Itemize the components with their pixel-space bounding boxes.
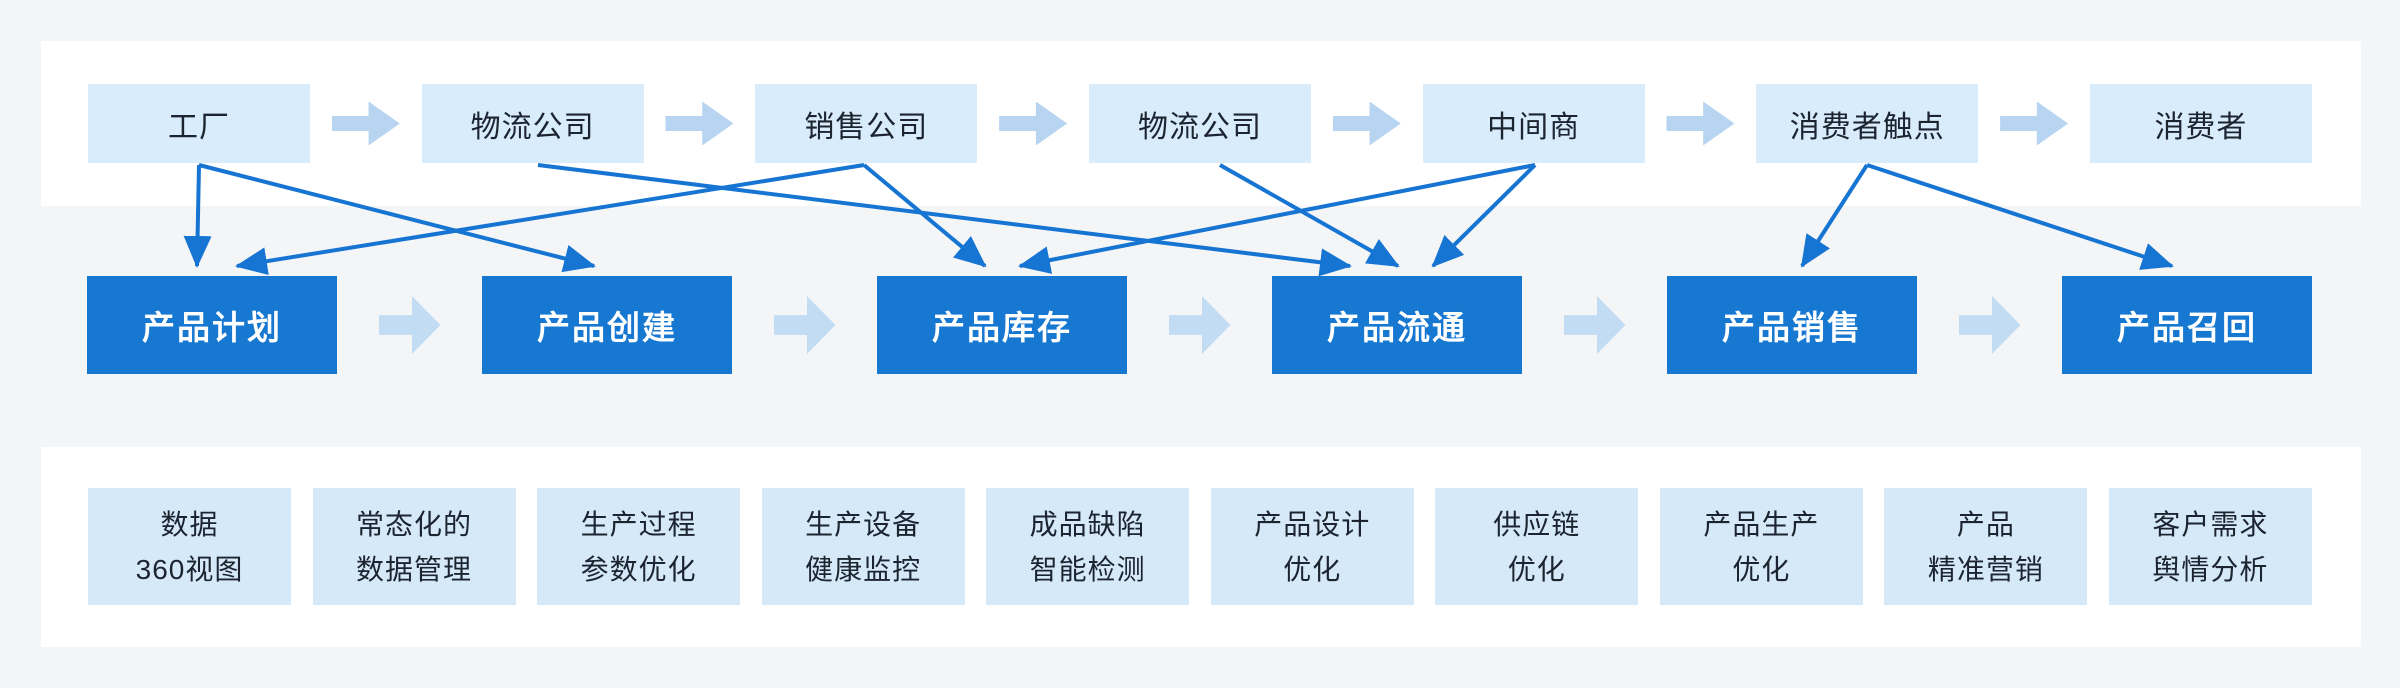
product-lifecycle-row: 产品计划 产品创建 产品库存 产品流通 产品销售 产品召回 xyxy=(87,276,2312,374)
capability-box-defect-detection: 成品缺陷 智能检测 xyxy=(986,488,1190,605)
stage-box-consumer-touchpoint: 消费者触点 xyxy=(1756,84,1979,163)
capability-line: 舆情分析 xyxy=(2152,553,2269,585)
capability-row: 数据 360视图 常态化的 数据管理 生产过程 参数优化 生产设备 健康监控 成… xyxy=(88,488,2312,605)
stage-box-sales-company: 销售公司 xyxy=(755,84,978,163)
capability-line: 360视图 xyxy=(135,553,244,585)
capability-line: 优化 xyxy=(1507,553,1566,585)
flow-right-arrow-icon xyxy=(2000,101,2069,146)
capability-line: 参数优化 xyxy=(580,553,697,585)
stage-box-consumer: 消费者 xyxy=(2089,84,2312,163)
capability-line: 数据管理 xyxy=(356,553,473,585)
capability-box-data-360: 数据 360视图 xyxy=(88,488,291,605)
flow-right-arrow-icon xyxy=(1168,296,1231,354)
capability-box-sentiment-analysis: 客户需求 舆情分析 xyxy=(2108,488,2312,605)
capability-box-equipment-health: 生产设备 健康监控 xyxy=(761,488,965,605)
capability-box-design-optimize: 产品设计 优化 xyxy=(1210,488,1414,605)
capability-line: 供应链 xyxy=(1493,508,1581,540)
capability-line: 客户需求 xyxy=(2152,508,2269,540)
flow-right-arrow-icon xyxy=(1666,101,1735,146)
capability-line: 产品生产 xyxy=(1703,508,1820,540)
flow-right-arrow-icon xyxy=(1958,296,2021,354)
flow-right-arrow-icon xyxy=(1563,296,1626,354)
stage-box-middleman: 中间商 xyxy=(1422,84,1645,163)
supply-chain-row: 工厂 物流公司 销售公司 物流公司 中间商 消费者触点 消费者 xyxy=(88,84,2312,163)
lifecycle-box-recall: 产品召回 xyxy=(2062,276,2312,374)
capability-line: 常态化的 xyxy=(356,508,473,540)
flow-right-arrow-icon xyxy=(331,101,400,146)
flow-right-arrow-icon xyxy=(665,101,734,146)
capability-line: 优化 xyxy=(1283,553,1342,585)
lifecycle-box-inventory: 产品库存 xyxy=(877,276,1127,374)
capability-box-supply-chain-optimize: 供应链 优化 xyxy=(1435,488,1639,605)
capability-box-production-optimize: 产品生产 优化 xyxy=(1659,488,1863,605)
lifecycle-box-sales: 产品销售 xyxy=(1667,276,1917,374)
stage-box-logistics-1: 物流公司 xyxy=(421,84,644,163)
capability-line: 优化 xyxy=(1732,553,1791,585)
capability-box-process-param: 生产过程 参数优化 xyxy=(537,488,741,605)
capability-line: 成品缺陷 xyxy=(1029,508,1146,540)
flow-right-arrow-icon xyxy=(773,296,836,354)
flow-right-arrow-icon xyxy=(378,296,441,354)
lifecycle-box-create: 产品创建 xyxy=(482,276,732,374)
capability-line: 产品 xyxy=(1956,508,2015,540)
capability-box-data-governance: 常态化的 数据管理 xyxy=(312,488,516,605)
lifecycle-box-circulation: 产品流通 xyxy=(1272,276,1522,374)
stage-box-logistics-2: 物流公司 xyxy=(1088,84,1311,163)
capability-box-precision-marketing: 产品 精准营销 xyxy=(1884,488,2088,605)
lifecycle-box-plan: 产品计划 xyxy=(87,276,337,374)
capability-line: 健康监控 xyxy=(805,553,922,585)
capability-line: 数据 xyxy=(160,508,219,540)
capability-line: 生产过程 xyxy=(580,508,697,540)
flow-right-arrow-icon xyxy=(1332,101,1401,146)
capability-line: 产品设计 xyxy=(1254,508,1371,540)
flow-right-arrow-icon xyxy=(999,101,1068,146)
capability-line: 精准营销 xyxy=(1927,553,2044,585)
stage-box-factory: 工厂 xyxy=(88,84,310,163)
capability-line: 生产设备 xyxy=(805,508,922,540)
capability-line: 智能检测 xyxy=(1029,553,1146,585)
